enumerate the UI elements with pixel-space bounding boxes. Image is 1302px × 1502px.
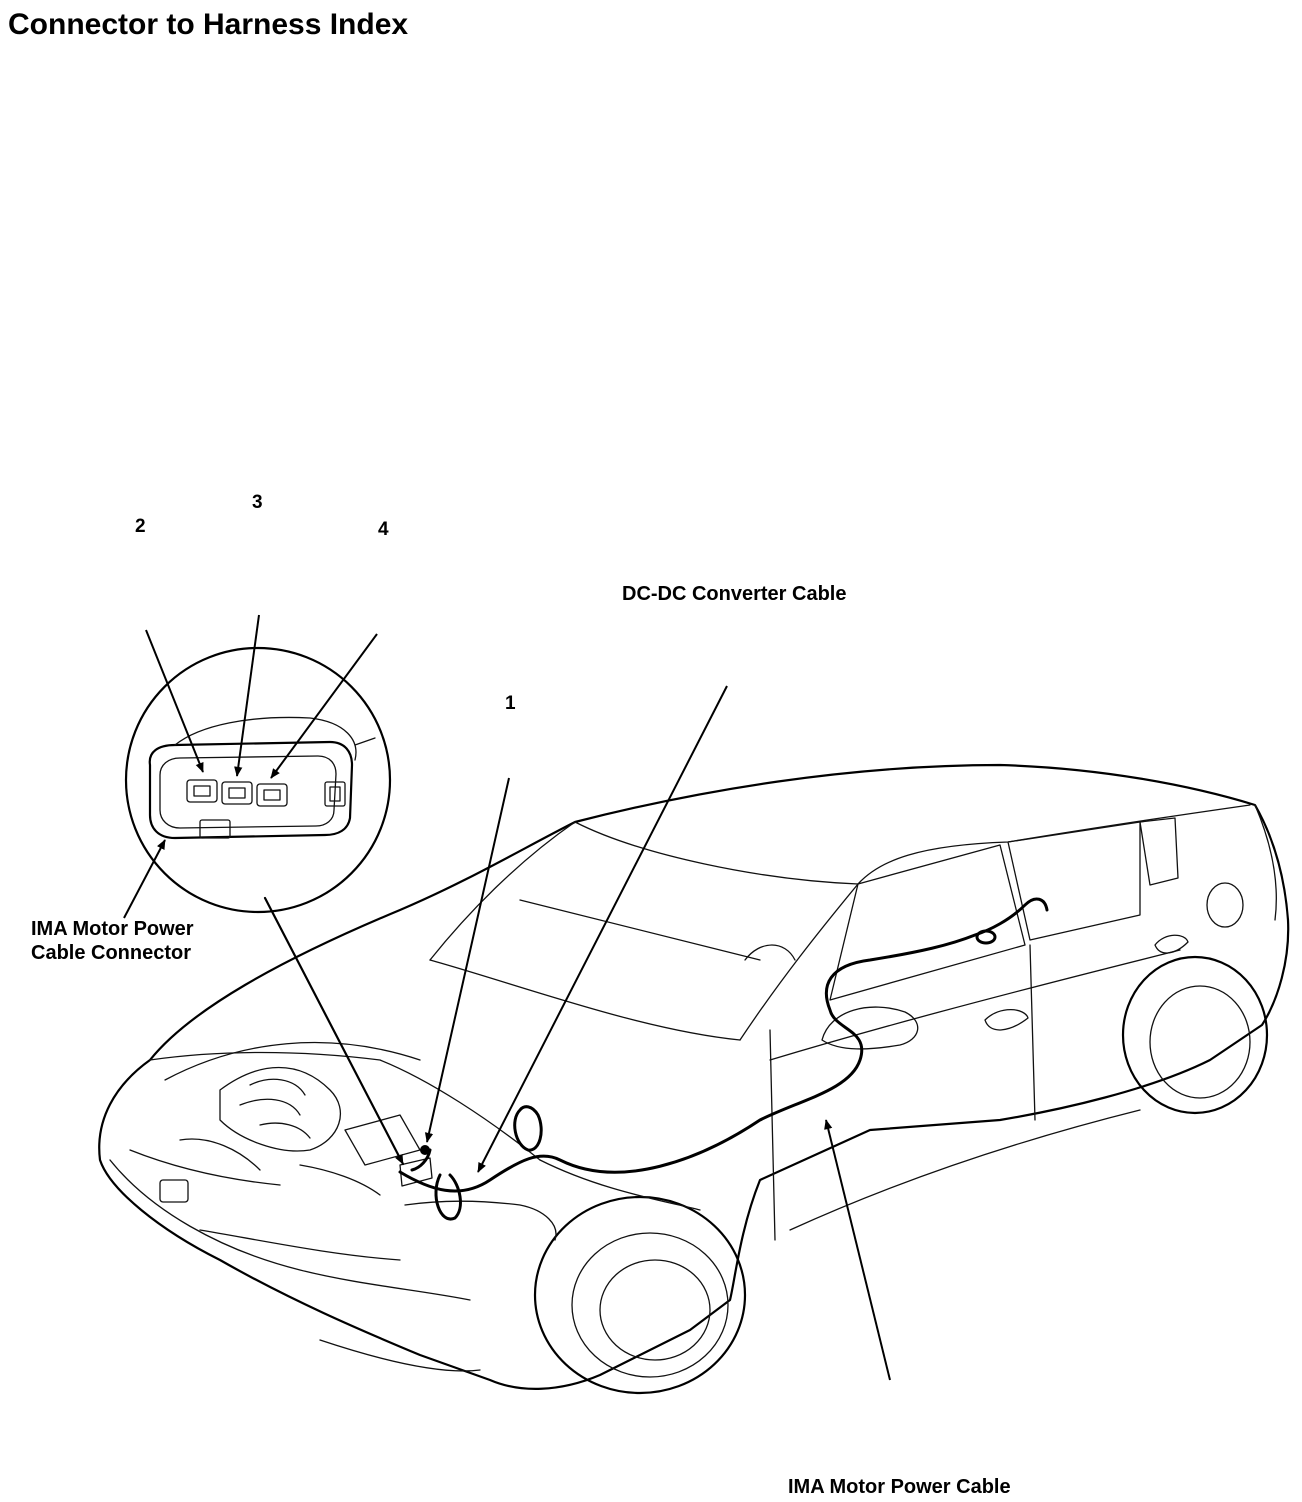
ima-motor-power-cable-route — [400, 899, 1047, 1191]
housing-edge — [355, 738, 375, 745]
connector-back-housing — [175, 717, 356, 760]
rear-wheel-tire — [1150, 986, 1250, 1098]
terminal-3 — [222, 782, 252, 804]
lock-detail — [330, 787, 340, 801]
dcdc-converter-cable-label: DC-DC Converter Cable — [622, 583, 847, 605]
harness-routing — [400, 899, 1047, 1219]
leader-1 — [424, 778, 509, 1143]
car-body-outline — [99, 765, 1288, 1389]
front-bumper-line — [110, 1160, 470, 1300]
fog-light-line — [320, 1340, 480, 1371]
steering-wheel — [745, 945, 795, 960]
front-door-seam — [770, 1030, 775, 1240]
page-title: Connector to Harness Index — [8, 8, 409, 41]
ima-motor-power-cable-label: IMA Motor Power Cable — [788, 1476, 1011, 1498]
rear-wheel-arch — [1123, 957, 1267, 1113]
callout-leaders — [124, 615, 890, 1380]
callout-number-1: 1 — [505, 693, 516, 714]
engine-bay-hoses — [180, 1139, 380, 1195]
terminal-3-pin — [229, 788, 245, 798]
front-wheel-rim — [600, 1260, 710, 1360]
terminal-4 — [257, 784, 287, 806]
connector-inner-shell — [160, 756, 336, 828]
inset-circle — [126, 648, 390, 912]
leader-3 — [234, 615, 259, 777]
rear-door-window — [1008, 822, 1140, 940]
emblem — [160, 1180, 188, 1202]
intake-runners — [240, 1079, 310, 1138]
engine-bay-rim — [165, 1043, 420, 1080]
terminal-4-pin — [264, 790, 280, 800]
rocker-line — [790, 1110, 1140, 1230]
leader-dcdc-converter-cable — [478, 686, 727, 1173]
ima-cable-loop — [436, 1175, 460, 1219]
front-fender-line — [540, 1160, 700, 1210]
ima-connector-label-line2: Cable Connector — [31, 942, 192, 964]
terminal-2-pin — [194, 786, 210, 796]
ima-connector-label-line1: IMA Motor Power — [31, 918, 194, 940]
connector-shell — [150, 742, 352, 838]
a-pillar-right — [740, 884, 858, 1040]
leader-ima-connector — [124, 839, 165, 918]
roof-rail — [858, 805, 1250, 884]
quarter-window — [1140, 818, 1178, 885]
windshield-bottom-edge — [430, 960, 740, 1040]
grille-top — [130, 1150, 280, 1185]
side-mirror — [822, 1007, 918, 1049]
car-illustration — [99, 765, 1288, 1393]
front-wheel-tire — [572, 1233, 728, 1377]
leader-4 — [271, 634, 377, 779]
front-wheel-arch — [535, 1197, 745, 1393]
dcdc-cable-loop — [515, 1107, 541, 1150]
engine-block — [220, 1068, 340, 1151]
dashboard-hint — [520, 900, 760, 960]
cable-grommet — [977, 931, 995, 943]
connector-detail-inset — [126, 648, 390, 912]
connector-housing — [400, 1158, 432, 1186]
rear-door-handle — [1155, 935, 1188, 953]
front-door-window — [830, 845, 1025, 1000]
leader-ima-motor-power-cable — [824, 1119, 890, 1380]
front-door-handle — [985, 1010, 1028, 1030]
windshield-top-edge — [575, 822, 858, 884]
a-pillar-left — [430, 822, 575, 960]
callout-number-3: 3 — [252, 492, 263, 513]
rear-door-seam — [1030, 945, 1035, 1120]
beltline — [770, 950, 1180, 1060]
hood-edge — [150, 1053, 540, 1161]
connector-latch — [200, 820, 230, 838]
callout-number-2: 2 — [135, 516, 146, 537]
leader-2 — [146, 630, 203, 773]
lower-grille — [200, 1230, 400, 1260]
callout-number-4: 4 — [378, 519, 389, 540]
rear-hatch-line — [1255, 805, 1276, 920]
connector-lock — [325, 782, 345, 806]
connector-point-1 — [420, 1145, 430, 1155]
terminal-2 — [187, 780, 217, 802]
leader-inset-to-connector — [265, 898, 403, 1164]
fuel-door — [1207, 883, 1243, 927]
headlight — [405, 1201, 556, 1240]
